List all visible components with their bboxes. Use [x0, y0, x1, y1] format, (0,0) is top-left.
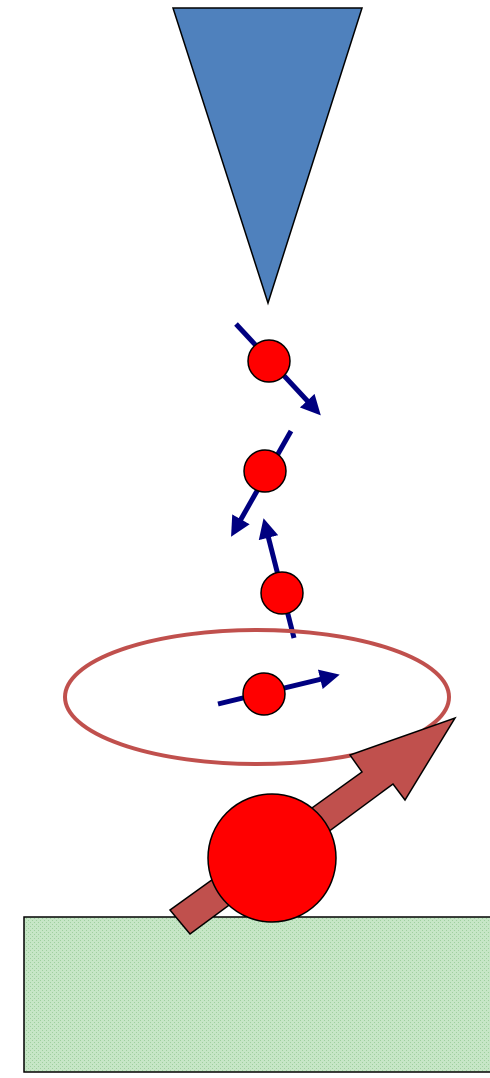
tunneling-electron-1 — [236, 324, 314, 408]
tunneling-electron-4 — [218, 673, 330, 715]
tunneling-electron-3 — [261, 528, 303, 638]
stm-tip — [173, 8, 362, 303]
substrate — [24, 917, 490, 1072]
electron-2 — [244, 450, 286, 492]
magnetic-atom — [208, 794, 336, 922]
electron-3 — [261, 572, 303, 614]
electron-4 — [243, 673, 285, 715]
electron-1 — [248, 340, 290, 382]
tunneling-electron-2 — [236, 431, 291, 528]
